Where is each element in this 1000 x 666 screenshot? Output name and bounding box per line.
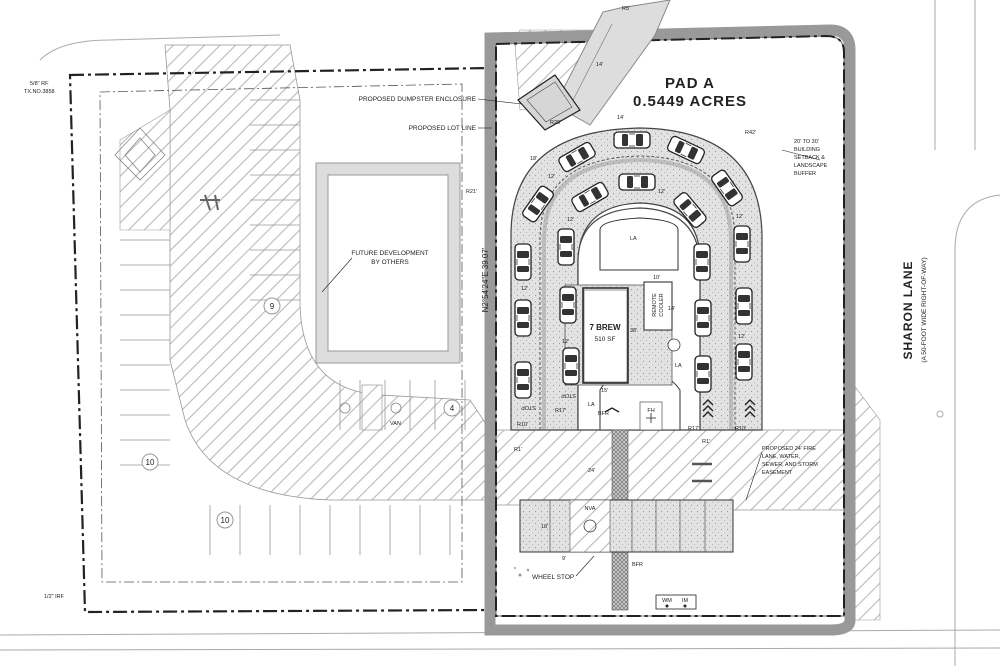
dim-r17-b: R17' [688, 426, 699, 432]
building-size: 510 SF [595, 336, 616, 343]
fire-lane-line-3: SEWER, AND STORM [762, 462, 818, 468]
dim-r42: R42' [745, 130, 756, 136]
la-tag-1: LA [630, 236, 637, 242]
building-7-brew: 7 BREW 510 SF REMOTE COOLER [564, 281, 681, 386]
fh-tag: FH [647, 408, 654, 414]
setback-line-5: BUFFER [794, 171, 816, 177]
setback-line-2: BUILDING [794, 147, 820, 153]
survey-note-2: TX.NO.3858 [24, 89, 55, 95]
dim-10: 10' [653, 275, 660, 281]
wm-tag: WM [662, 598, 672, 604]
ada-tag: NVA [585, 506, 596, 512]
cooler-label-1: REMOTE [652, 293, 658, 317]
stall-count-b: 4 [450, 404, 455, 413]
stop-tag-1: STOP [521, 404, 536, 410]
ada-stalls: VAN [339, 384, 402, 431]
la-tag-3: LA [675, 363, 682, 369]
fire-lane-line-2: LANE, WATER, [762, 454, 801, 460]
dim-r20: R20' [550, 120, 561, 126]
future-dev-label-1: FUTURE DEVELOPMENT [351, 250, 428, 257]
setback-line-3: SETBACK & [794, 155, 825, 161]
cooler-label-2: COOLER [659, 293, 665, 316]
bearing-label: N2°54'24"E 39.07' [481, 247, 490, 312]
entrance-drive [517, 0, 671, 131]
dumpster-callout: PROPOSED DUMPSTER ENCLOSURE [359, 96, 477, 103]
setback-line-1: 20' TO 30' [794, 139, 819, 145]
dim-14-b: 14' [617, 115, 624, 121]
fire-hydrant: FH [639, 401, 663, 431]
direction-chevrons [604, 399, 756, 483]
dim-r10-b: R10' [735, 426, 746, 432]
dim-12-d: 12' [567, 217, 574, 223]
inner-setback-line [99, 83, 463, 583]
hatched-drive-aisles [119, 29, 881, 621]
dim-r10-a: R10' [517, 422, 528, 428]
fire-lane-line-4: EASEMENT [762, 470, 793, 476]
bfr-tag-1: BFR [598, 411, 609, 417]
future-dev-label-2: BY OTHERS [371, 259, 409, 266]
dim-38: 38' [630, 328, 637, 334]
road-name: SHARON LANE [901, 260, 915, 359]
van-tag: VAN [390, 421, 401, 427]
future-development: FUTURE DEVELOPMENT BY OTHERS [315, 162, 461, 364]
dim-14-a: 14' [596, 62, 603, 68]
dim-12-g: 12' [738, 334, 745, 340]
dim-r17-a: R17' [555, 408, 566, 414]
lower-parking-row: NVA [519, 499, 734, 553]
lot-line-callout: PROPOSED LOT LINE [409, 125, 477, 132]
dim-12-f: 12' [562, 339, 569, 345]
dim-12-c: 12' [736, 214, 743, 220]
road-note: (A 50-FOOT WIDE RIGHT-OF-WAY) [921, 257, 928, 362]
stall-count-d: 10 [221, 516, 230, 525]
dim-12-b: 12' [658, 189, 665, 195]
survey-note-1: 5/8" RF [30, 81, 49, 87]
stall-count-a: 9 [270, 302, 275, 311]
stop-markings: STOP STOP [521, 392, 576, 410]
stall-count-c: 10 [146, 458, 155, 467]
tree-symbol [114, 127, 220, 211]
setback-line-4: LANDSCAPE [794, 163, 828, 169]
pad-title: PAD A [665, 75, 715, 92]
callout-leaders [477, 98, 821, 501]
dim-18-b: 18' [541, 524, 548, 530]
wheel-stop-callout: WHEEL STOP [532, 574, 574, 581]
dim-9: 9' [562, 556, 566, 562]
stop-tag-2: STOP [561, 392, 576, 398]
dim-r21: R21' [466, 189, 477, 195]
utility-meters: WM IM [655, 594, 697, 610]
dim-12-e: 12' [521, 286, 528, 292]
dim-r5: R5' [622, 6, 630, 12]
la-tag-2: LA [588, 402, 595, 408]
survey-note-3: 1/2" IRF [44, 594, 65, 600]
dim-r1-a: R1' [514, 447, 522, 453]
dim-24: 24' [588, 468, 595, 474]
pad-area: 0.5449 ACRES [633, 93, 747, 110]
landscape-marks [514, 410, 944, 577]
dim-r1-b: R1' [702, 439, 710, 445]
stall-count-markers: 9 4 10 10 [141, 297, 461, 529]
dimension-labels: R5' R42' R21' R20' R10' R10' R17' R17' R… [466, 6, 756, 562]
building-name: 7 BREW [589, 323, 621, 332]
dim-18-a: 18' [530, 156, 537, 162]
bfr-tag-2: BFR [632, 562, 643, 568]
dim-15: 15' [601, 388, 608, 394]
im-tag: IM [682, 598, 689, 604]
fire-lane-line-1: PROPOSED 24' FIRE [762, 446, 816, 452]
pad-a-lot [484, 24, 856, 636]
dim-12-a: 12' [548, 174, 555, 180]
dim-14-c: 14' [668, 306, 675, 312]
